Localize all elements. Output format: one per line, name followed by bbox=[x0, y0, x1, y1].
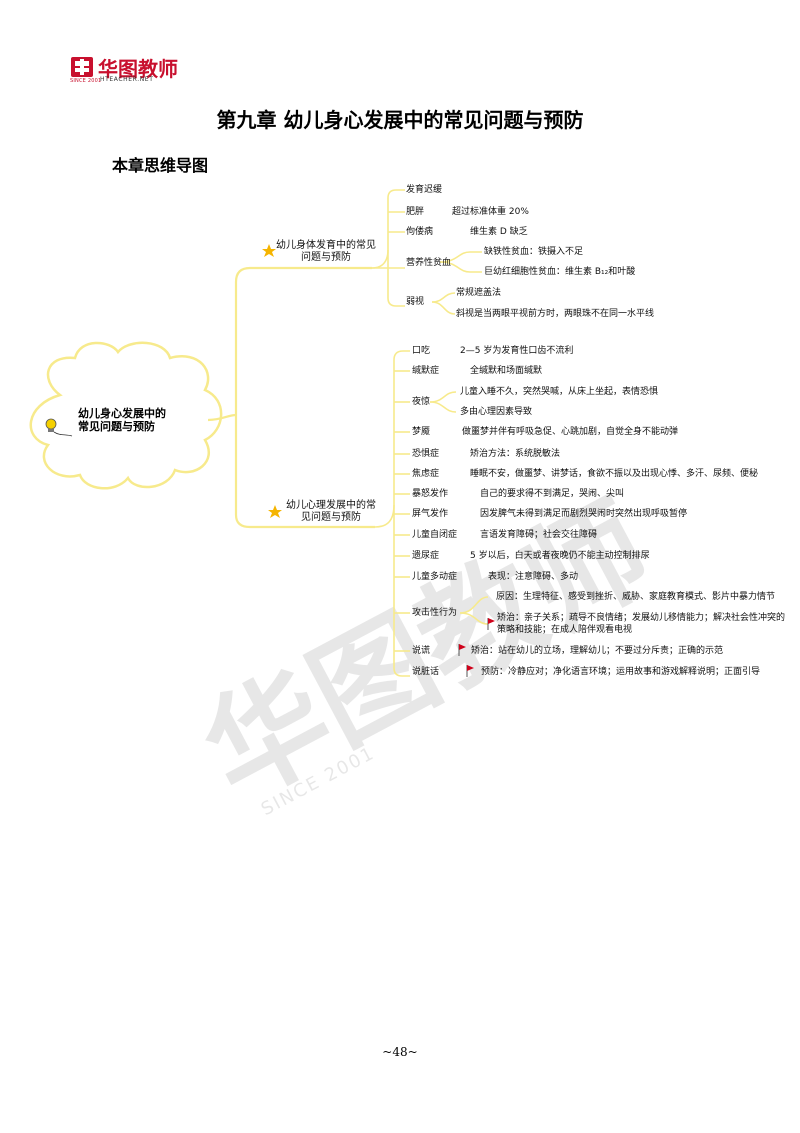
node-detail: 原因：生理特征、感受到挫折、威胁、家庭教育模式、影片中暴力情节 bbox=[496, 592, 776, 602]
node-label: 儿童多动症 bbox=[412, 572, 458, 582]
node-detail: 言语发育障碍；社会交往障碍 bbox=[480, 530, 598, 540]
mindmap-root: 幼儿身心发展中的常见问题与预防 bbox=[78, 407, 166, 433]
node-label: 佝偻病 bbox=[406, 227, 434, 237]
logo-sub: HTEACHER.NET bbox=[100, 76, 154, 83]
node-label: 屏气发作 bbox=[412, 509, 449, 519]
flag-icon bbox=[487, 618, 495, 630]
logo-text: 华图教师 bbox=[98, 57, 178, 81]
node-label: 缄默症 bbox=[412, 366, 440, 376]
node-detail: 预防：冷静应对；净化语言环境；运用故事和游戏解释说明；正面引导 bbox=[481, 667, 761, 677]
node-detail: 常规遮盖法 bbox=[456, 288, 502, 298]
root-link bbox=[207, 413, 237, 422]
node-label: 夜惊 bbox=[412, 397, 431, 407]
node-label: 营养性贫血 bbox=[406, 258, 452, 268]
node-detail: 维生素 D 缺乏 bbox=[470, 227, 528, 237]
logo-since: SINCE 2001 bbox=[70, 78, 102, 84]
brand-logo: 华图教师 HTEACHER.NET SINCE 2001 bbox=[70, 54, 190, 84]
node-detail: 矫治：站在幼儿的立场，理解幼儿；不要过分斥责；正确的示范 bbox=[471, 646, 724, 656]
node-label: 焦虑症 bbox=[412, 469, 440, 479]
node-label: 遗尿症 bbox=[412, 551, 440, 561]
node-label: 发育迟缓 bbox=[406, 185, 443, 195]
node-detail: 矫治方法：系统脱敏法 bbox=[470, 449, 561, 459]
node-detail: 矫治：亲子关系；疏导不良情绪；发展幼儿移情能力；解决社会性冲突的策略和技能；在成… bbox=[497, 613, 786, 635]
node-label: 肥胖 bbox=[406, 207, 425, 217]
node-detail: 儿童入睡不久，突然哭喊，从床上坐起，表情恐惧 bbox=[460, 387, 659, 397]
node-detail: 缺铁性贫血：铁摄入不足 bbox=[484, 247, 584, 257]
flag-icon bbox=[458, 644, 466, 656]
node-label: 暴怒发作 bbox=[412, 489, 449, 499]
trunk-up bbox=[234, 266, 372, 415]
logo-mark-icon bbox=[71, 57, 93, 77]
root-cloud-shape bbox=[29, 341, 223, 490]
node-label: 梦魇 bbox=[412, 427, 431, 437]
star-icon bbox=[268, 505, 282, 518]
node-detail: 因发脾气未得到满足而剧烈哭闹时突然出现呼吸暂停 bbox=[480, 509, 688, 519]
trunk-down bbox=[234, 415, 375, 529]
node-detail: 斜视是当两眼平视前方时，两眼珠不在同一水平线 bbox=[456, 309, 655, 319]
node-label: 儿童自闭症 bbox=[412, 530, 458, 540]
branch-physical: 幼儿身体发育中的常见问题与预防 bbox=[276, 240, 376, 263]
node-label: 弱视 bbox=[406, 297, 425, 307]
node-label: 说谎 bbox=[412, 646, 431, 656]
node-label: 攻击性行为 bbox=[412, 608, 458, 618]
node-detail: 做噩梦并伴有呼吸急促、心跳加剧，自觉全身不能动弹 bbox=[462, 427, 679, 437]
node-detail: 全缄默和场面缄默 bbox=[470, 366, 543, 376]
node-label: 说脏话 bbox=[412, 667, 440, 677]
node-label: 恐惧症 bbox=[412, 449, 440, 459]
lightbulb-icon bbox=[45, 418, 73, 437]
node-detail: 睡眠不安，做噩梦、讲梦话，食欲不振以及出现心悸、多汗、尿频、便秘 bbox=[470, 469, 759, 479]
chapter-title: 第九章 幼儿身心发展中的常见问题与预防 bbox=[216, 108, 584, 132]
flag-icon bbox=[466, 665, 474, 677]
node-detail: 超过标准体重 20% bbox=[452, 207, 529, 217]
section-subtitle: 本章思维导图 bbox=[112, 156, 209, 175]
node-detail: 巨幼红细胞性贫血：维生素 B₁₂和叶酸 bbox=[484, 267, 636, 277]
node-detail: 多由心理因素导致 bbox=[460, 407, 533, 417]
node-label: 口吃 bbox=[412, 346, 431, 356]
branch-psychological: 幼儿心理发展中的常见问题与预防 bbox=[286, 500, 376, 523]
star-icon bbox=[262, 244, 276, 257]
node-detail: 2—5 岁为发育性口齿不流利 bbox=[460, 346, 574, 356]
node-detail: 5 岁以后，白天或者夜晚仍不能主动控制排尿 bbox=[470, 551, 650, 561]
node-detail: 自己的要求得不到满足，哭闹、尖叫 bbox=[480, 489, 625, 499]
page-number: ~48~ bbox=[382, 1045, 418, 1059]
node-detail: 表现：注意障碍、多动 bbox=[488, 572, 579, 582]
